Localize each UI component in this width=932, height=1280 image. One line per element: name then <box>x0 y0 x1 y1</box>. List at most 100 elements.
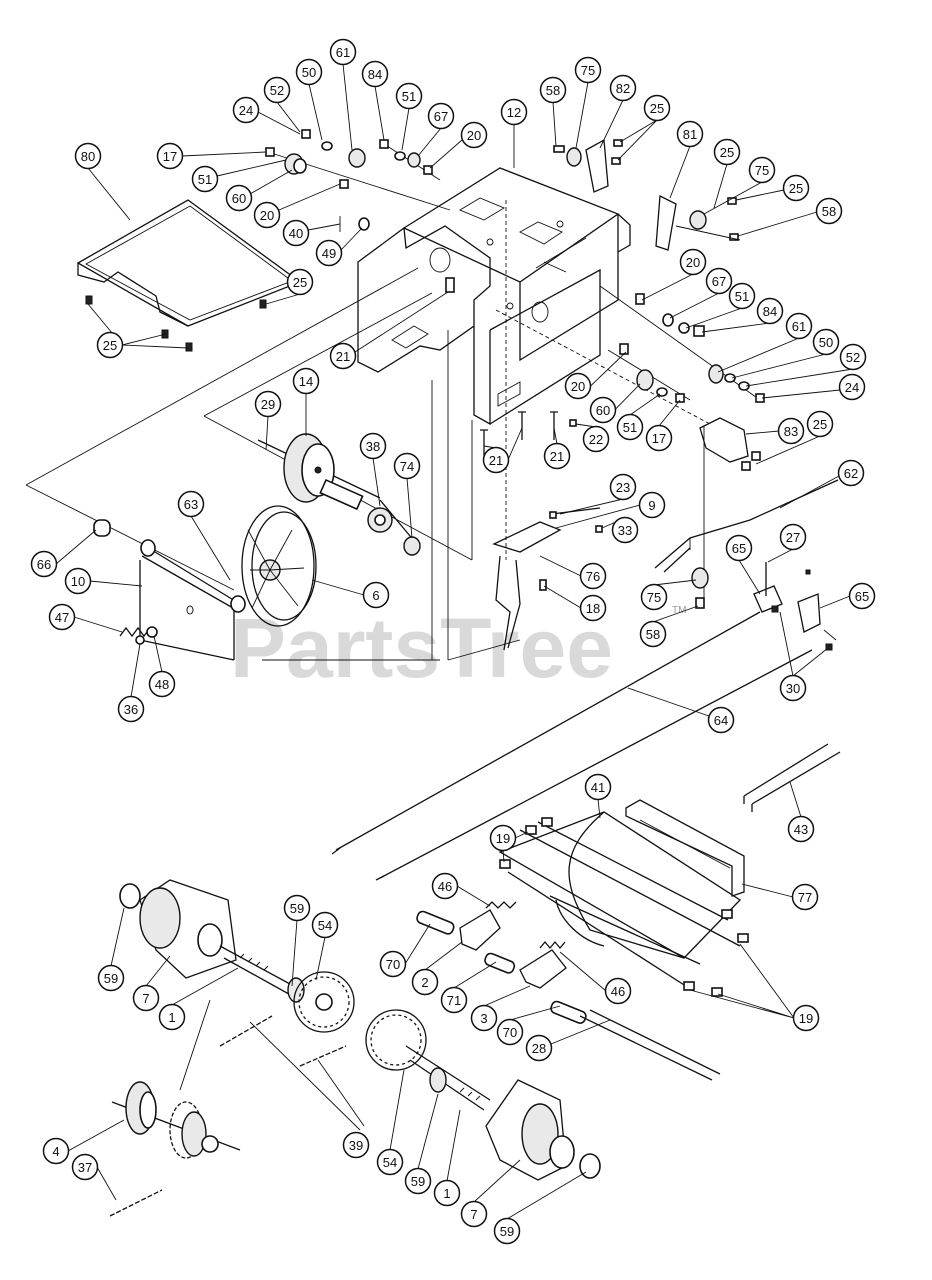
callout-label: 59 <box>104 971 118 986</box>
callout-52: 52 <box>839 343 867 371</box>
callout-77: 77 <box>791 883 819 911</box>
callout-label: 39 <box>349 1138 363 1153</box>
callout-label: 21 <box>550 449 564 464</box>
callout-circle <box>589 396 617 424</box>
callout-label: 75 <box>755 163 769 178</box>
callout-43: 43 <box>787 815 815 843</box>
callout-circle <box>806 410 834 438</box>
callout-circle <box>645 424 673 452</box>
callout-circle <box>782 174 810 202</box>
callout-24: 24 <box>232 96 260 124</box>
callout-10: 10 <box>64 567 92 595</box>
callout-circle <box>191 165 219 193</box>
callout-circle <box>232 96 260 124</box>
callout-label: 67 <box>434 109 448 124</box>
callout-circle <box>787 815 815 843</box>
callout-58: 58 <box>639 620 667 648</box>
callout-1: 1 <box>158 1003 186 1031</box>
pulley-75-lower <box>691 567 709 609</box>
callout-circle <box>785 312 813 340</box>
callout-21: 21 <box>543 442 571 470</box>
callout-label: 70 <box>503 1025 517 1040</box>
callout-75: 75 <box>574 56 602 84</box>
callout-46: 46 <box>431 872 459 900</box>
callout-21: 21 <box>482 446 510 474</box>
callout-71: 71 <box>440 986 468 1014</box>
callout-37: 37 <box>71 1153 99 1181</box>
callout-label: 70 <box>386 957 400 972</box>
callout-4: 4 <box>42 1137 70 1165</box>
callout-59: 59 <box>493 1217 521 1245</box>
callout-74: 74 <box>393 452 421 480</box>
callout-label: 84 <box>763 304 777 319</box>
callout-label: 51 <box>198 172 212 187</box>
callout-label: 1 <box>443 1186 450 1201</box>
callout-circle <box>482 446 510 474</box>
callout-59: 59 <box>404 1167 432 1195</box>
callout-label: 60 <box>596 403 610 418</box>
callout-circle <box>286 268 314 296</box>
callout-label: 41 <box>591 780 605 795</box>
callout-circle <box>97 964 125 992</box>
callout-circle <box>493 1217 521 1245</box>
dashed-lines <box>495 200 711 560</box>
callout-label: 61 <box>792 319 806 334</box>
callout-label: 51 <box>402 89 416 104</box>
callout-label: 2 <box>421 975 428 990</box>
callout-label: 22 <box>589 432 603 447</box>
callout-58: 58 <box>815 197 843 225</box>
callout-label: 25 <box>813 417 827 432</box>
callout-2: 2 <box>411 968 439 996</box>
callout-label: 74 <box>400 459 414 474</box>
callout-circle <box>564 372 592 400</box>
callout-circle <box>74 142 102 170</box>
callout-label: 19 <box>799 1011 813 1026</box>
rods-64 <box>331 611 813 881</box>
callout-38: 38 <box>359 432 387 460</box>
callout-circle <box>643 94 671 122</box>
callout-51: 51 <box>616 413 644 441</box>
callout-circle <box>579 562 607 590</box>
callout-52: 52 <box>263 76 291 104</box>
callout-circle <box>225 184 253 212</box>
assembly-outline <box>25 267 521 661</box>
callout-circle <box>460 1200 488 1228</box>
callout-label: 43 <box>794 822 808 837</box>
idler-arms <box>416 901 721 1081</box>
callout-circle <box>361 60 389 88</box>
callout-circle <box>707 706 735 734</box>
callout-67: 67 <box>427 102 455 130</box>
sprocket-hub-4 <box>111 999 241 1159</box>
callout-84: 84 <box>361 60 389 88</box>
callout-circle <box>815 197 843 225</box>
callout-circle <box>96 331 124 359</box>
callout-25: 25 <box>713 138 741 166</box>
callout-label: 59 <box>290 901 304 916</box>
callout-circle <box>393 452 421 480</box>
callout-circle <box>282 219 310 247</box>
callout-75: 75 <box>640 583 668 611</box>
callout-circle <box>132 984 160 1012</box>
callout-84: 84 <box>756 297 784 325</box>
callout-circle <box>329 342 357 370</box>
callout-circle <box>148 670 176 698</box>
callout-20: 20 <box>679 248 707 276</box>
callout-circle <box>676 120 704 148</box>
callout-circle <box>756 297 784 325</box>
callout-label: 65 <box>732 541 746 556</box>
callout-48: 48 <box>148 670 176 698</box>
callout-label: 82 <box>616 81 630 96</box>
callout-circle <box>283 894 311 922</box>
callout-7: 7 <box>132 984 160 1012</box>
callout-circle <box>525 1034 553 1062</box>
callout-label: 47 <box>55 610 69 625</box>
callout-label: 6 <box>372 588 379 603</box>
callout-14: 14 <box>292 367 320 395</box>
bracket-77 <box>625 799 745 897</box>
callout-circle <box>582 425 610 453</box>
callout-circle <box>42 1137 70 1165</box>
callout-circle <box>728 282 756 310</box>
callout-label: 66 <box>37 557 51 572</box>
callout-47: 47 <box>48 603 76 631</box>
